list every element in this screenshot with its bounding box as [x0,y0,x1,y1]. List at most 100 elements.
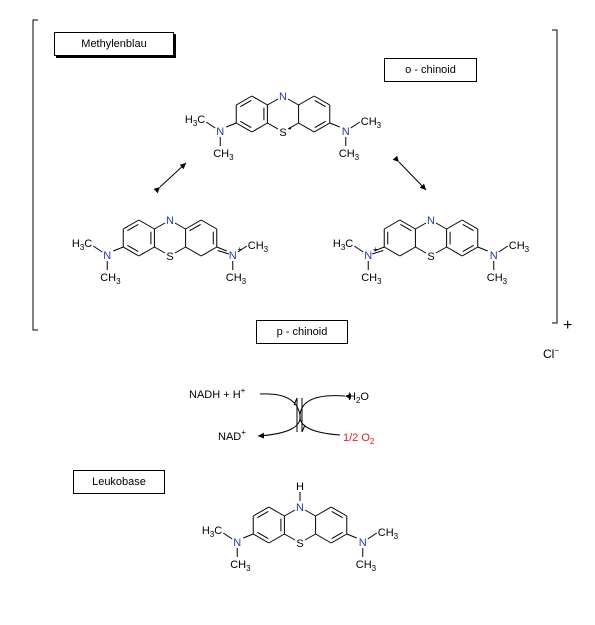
bond [122,219,140,230]
water-label: H2O [348,391,369,405]
ring-nitrogen-atom: N [166,215,174,227]
bond [446,246,463,257]
bond [222,532,233,540]
bond [314,120,326,129]
nad-label: NAD+ [218,428,246,443]
bond [477,246,488,252]
bond [446,219,463,230]
bond [127,223,139,232]
bond [174,246,186,254]
bond [252,506,270,517]
amino-nitrogen-atom: N [216,126,224,138]
bond [331,531,343,540]
bond [461,246,479,257]
bond [243,533,254,539]
methyl-group-label: CH3 [100,272,121,286]
o-chinoid-label: o - chinoid [384,58,477,82]
amino-nitrogen-atom: N [103,250,111,262]
methyl-group-label: CH3 [378,527,399,541]
bond [127,244,139,253]
bond [346,533,357,539]
bond [185,246,202,257]
bond [399,246,416,257]
bond [251,95,268,106]
bond [330,506,348,517]
bond [330,533,348,544]
methyl-group-label: CH3 [509,240,530,254]
bond [92,245,103,253]
bond [435,222,447,230]
bond [435,246,447,254]
methyl-group-label: CH3 [230,559,251,573]
bond [315,533,332,544]
bond [113,246,124,252]
bond [237,245,248,253]
methyl-group-label: CH3 [213,148,234,162]
bond [257,510,269,519]
amino-nitrogen-atom: N [229,250,237,262]
bond [304,533,316,541]
bond [350,121,361,129]
methyl-group-label: H3C [185,114,205,128]
bond [154,222,166,230]
bond [252,533,270,544]
bond [185,219,202,230]
bond [383,219,401,230]
redox-arrow-o2 [299,393,352,436]
bond [304,509,316,517]
bond [367,532,378,540]
iminium-charge: + [373,245,378,254]
oxygen-label: 1/2 O2 [343,432,375,446]
methyl-group-label: CH3 [248,240,269,254]
sulfur-radical-dot: • [289,124,292,133]
bond [216,246,227,252]
nh-hydrogen-atom: H [296,481,304,493]
bond [189,223,201,232]
ring-sulfur-atom: S [166,251,173,263]
ring-nitrogen-atom: N [296,502,304,514]
bond [298,122,315,133]
methyl-group-label: CH3 [356,559,377,573]
bond [415,222,427,230]
methyl-group-label: CH3 [339,148,360,162]
bond [287,98,299,106]
methyl-group-label: H3C [333,238,353,252]
bond [268,506,285,517]
bond [205,121,216,129]
ring-sulfur-atom: S [427,251,434,263]
leukobase-label: Leukobase [73,470,165,494]
resonance-arrows [153,155,427,194]
redox-cycle: NADH + H+ NAD+ H2O 1/2 O2 [189,386,375,446]
bond [284,533,296,541]
resonance-arrow-left [153,162,187,194]
bond [315,506,332,517]
bond [399,219,416,230]
bond [200,246,218,257]
ring-sulfur-atom: S [296,538,303,550]
methylenblau-label: Methylenblau [54,32,174,56]
methyl-group-label: CH3 [487,272,508,286]
cation-charge-plus: + [563,317,572,334]
bond [313,122,331,133]
methyl-group-label: CH3 [361,272,382,286]
p-chinoid-label: p - chinoid [256,320,348,344]
redox-arrow-nadh [257,393,301,439]
amino-nitrogen-atom: N [359,537,367,549]
methyl-group-label: H3C [202,525,222,539]
bond [200,219,218,230]
bond [268,533,285,544]
bond [415,246,427,254]
methyl-group-label: CH3 [361,116,382,130]
methyl-group-label: CH3 [226,272,247,286]
bond [267,122,279,130]
methyl-group-label: H3C [72,238,92,252]
bond [298,95,315,106]
bond [374,246,385,252]
ring-nitrogen-atom: N [279,91,287,103]
nadh-label: NADH + H+ [189,386,246,401]
bond [462,244,474,253]
